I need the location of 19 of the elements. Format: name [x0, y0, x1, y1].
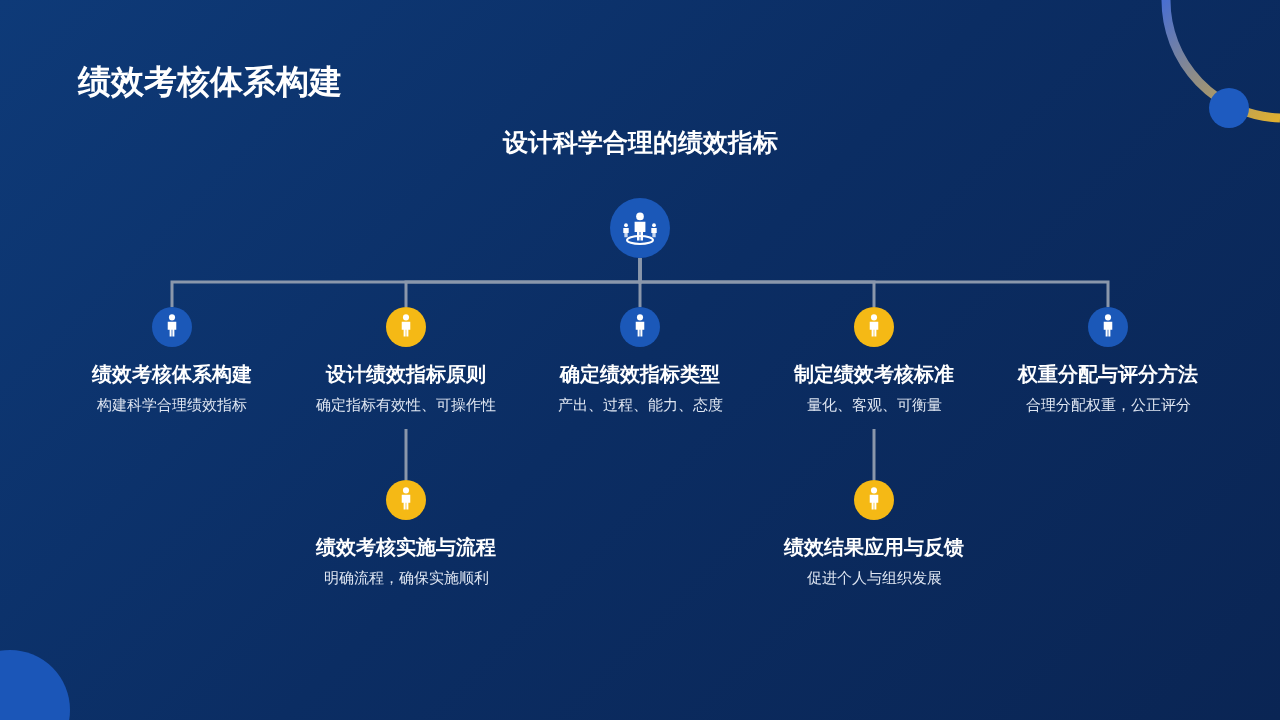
- item-heading: 设计绩效指标原则: [326, 361, 486, 387]
- connector-line: [872, 429, 876, 480]
- connector-line: [404, 429, 408, 480]
- item-description: 合理分配权重，公正评分: [1025, 396, 1191, 416]
- item-description: 促进个人与组织发展: [806, 569, 942, 589]
- item-description: 量化、客观、可衡量: [806, 396, 942, 416]
- item-heading: 权重分配与评分方法: [1018, 361, 1198, 387]
- item-description: 明确流程，确保实施顺利: [323, 569, 489, 589]
- item-description: 确定指标有效性、可操作性: [316, 396, 496, 416]
- item-description: 构建科学合理绩效指标: [97, 396, 247, 416]
- slide-title: 绩效考核体系构建: [78, 61, 342, 103]
- item-heading: 绩效考核实施与流程: [316, 534, 496, 560]
- item-heading: 绩效考核体系构建: [92, 361, 252, 387]
- item-heading: 绩效结果应用与反馈: [784, 534, 964, 560]
- item-heading: 制定绩效考核标准: [794, 361, 954, 387]
- connector-line: [638, 258, 1110, 307]
- item-heading: 确定绩效指标类型: [560, 361, 720, 387]
- item-description: 产出、过程、能力、态度: [557, 396, 723, 416]
- subtitle: 设计科学合理的绩效指标: [502, 128, 778, 157]
